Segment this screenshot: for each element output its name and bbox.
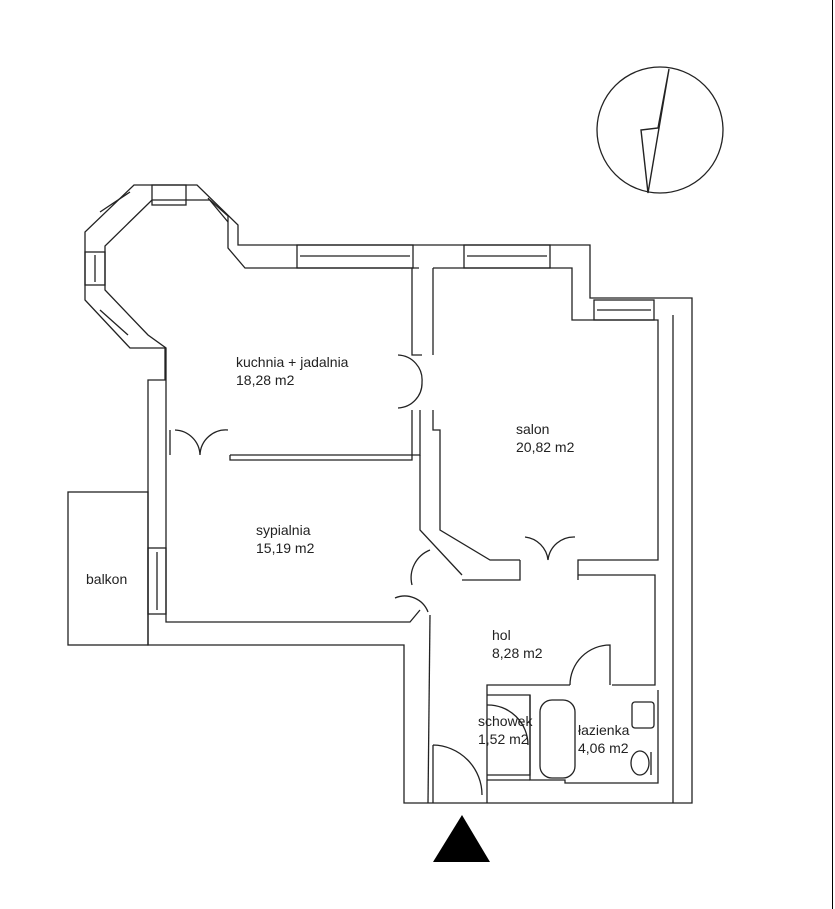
bathtub	[539, 699, 576, 779]
door	[397, 354, 423, 409]
room-name: łazienka	[578, 722, 630, 738]
room-salon: salon 20,82 m2	[516, 420, 574, 456]
room-name: hol	[492, 627, 511, 643]
balcony-label: balkon	[86, 571, 128, 587]
window	[151, 184, 187, 206]
room-area: 18,28 m2	[236, 372, 295, 388]
room-area: 20,82 m2	[516, 439, 575, 455]
room-name: schowek	[478, 713, 533, 729]
window	[84, 251, 106, 286]
room-area: 8,28 m2	[492, 645, 543, 661]
room-area: 15,19 m2	[256, 540, 315, 556]
kitchen-inner-wall	[104, 199, 419, 458]
room-name: salon	[516, 421, 550, 437]
room-hall: hol 8,28 m2	[492, 626, 543, 662]
page-border	[832, 0, 833, 909]
door	[174, 429, 229, 456]
window	[463, 244, 551, 269]
sink	[631, 701, 655, 729]
door	[569, 644, 611, 686]
kitchen-inner-wall-2	[411, 268, 422, 356]
room-name: kuchnia + jadalnia	[236, 354, 349, 370]
room-bathroom: łazienka 4,06 m2	[578, 721, 629, 757]
room-bedroom: sypialnia 15,19 m2	[256, 521, 314, 557]
entrance-arrow-icon	[433, 815, 490, 862]
exterior-wall	[84, 184, 693, 804]
room-name: sypialnia	[256, 522, 311, 538]
room-area: 1,52 m2	[478, 731, 529, 747]
door	[394, 549, 431, 613]
room-storage: schowek 1,52 m2	[478, 712, 532, 748]
compass-icon	[596, 66, 724, 194]
toilet	[630, 750, 650, 776]
door	[432, 744, 483, 803]
window	[296, 244, 414, 269]
room-kitchen: kuchnia + jadalnia 18,28 m2	[236, 353, 348, 389]
door	[486, 704, 529, 746]
balcony	[67, 491, 149, 646]
room-area: 4,06 m2	[578, 740, 629, 756]
door	[524, 536, 576, 561]
window	[593, 299, 655, 321]
